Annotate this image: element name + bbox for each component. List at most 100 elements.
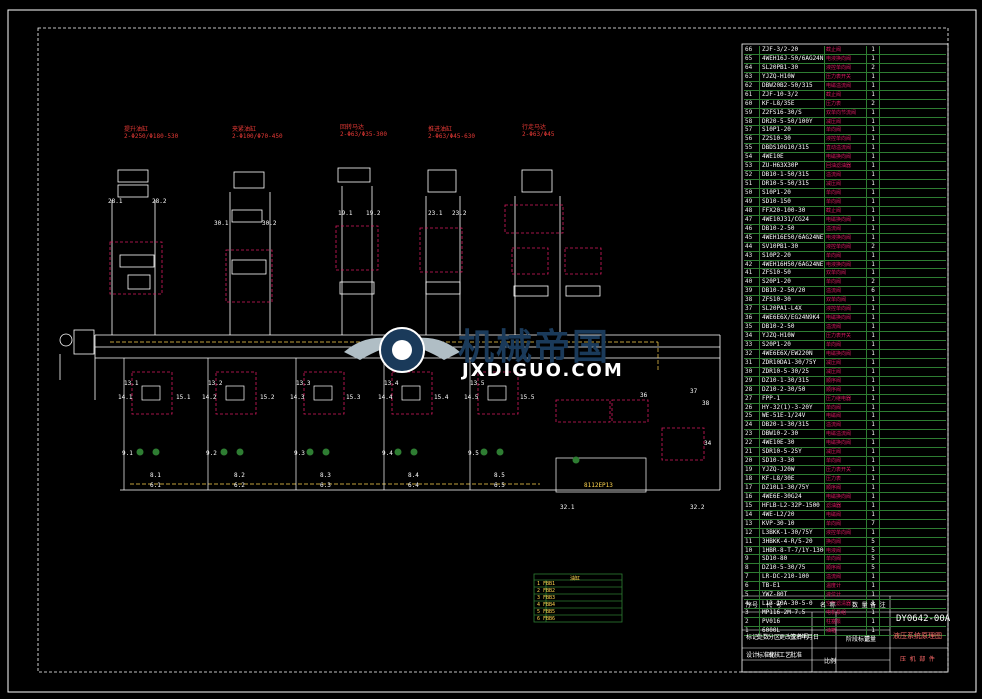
bom-cell-code: 4WEH16E50/6AG24NETZ4 — [762, 233, 825, 242]
bom-cell-code: LR-DC-210-100 — [760, 573, 825, 582]
bom-header-no: 序号 — [746, 602, 759, 609]
bom-cell-remark — [880, 368, 946, 376]
title-block-label: 分区 — [768, 634, 781, 641]
drawing-name: 液压系统原理图 — [893, 632, 942, 640]
bom-cell-remark — [880, 135, 946, 143]
component-label: 6.1 — [150, 482, 161, 489]
bom-cell-name: 电液阀 — [825, 546, 867, 555]
bom-cell-code: SL20PA1-L4X — [760, 305, 825, 314]
bom-cell-name: 溢流阀 — [825, 573, 867, 582]
bom-cell-no: 23 — [744, 430, 760, 439]
bom-cell-name: 液控单向阀 — [825, 135, 867, 144]
bom-cell-code: ZFS10-30 — [760, 296, 825, 305]
bom-cell-qty: 1 — [867, 180, 880, 188]
bom-cell-code: L3BKK-1-30/75Y — [760, 528, 825, 537]
bom-cell-remark — [880, 457, 946, 465]
bom-cell-no: 28 — [744, 385, 760, 394]
bom-cell-remark — [880, 573, 946, 581]
bom-cell-code: HFLB-L2-32P-1500 — [760, 501, 825, 510]
bom-cell-code: PV016 — [760, 618, 825, 626]
bom-cell-remark — [880, 216, 946, 224]
bom-cell-code: SD10-3-30 — [760, 457, 825, 466]
bom-cell-qty: 1 — [867, 296, 880, 305]
bom-cell-no: 24 — [744, 421, 760, 430]
bom-cell-code: DR10-5-50/315 — [760, 180, 825, 188]
bom-cell-no: 53 — [744, 162, 760, 171]
bom-cell-no: 18 — [744, 475, 760, 483]
bom-cell-name: 液控单向阀 — [825, 528, 867, 537]
component-label: 9.5 — [468, 450, 479, 457]
bom-cell-name: 电磁阀 — [825, 412, 867, 421]
bom-cell-qty: 1 — [867, 412, 880, 421]
lower-valve-internals — [123, 358, 647, 493]
bom-cell-no: 13 — [744, 519, 760, 528]
component-label: 15.1 — [176, 394, 191, 401]
component-label: 23.2 — [452, 210, 467, 217]
bom-cell-remark — [880, 448, 946, 456]
component-label: 32.2 — [690, 504, 705, 511]
bom-cell-code: SDR10-5-25Y — [760, 448, 825, 457]
bom-cell-code: 4WE6E-30G24 — [760, 492, 825, 501]
component-label: 8.1 — [150, 472, 161, 479]
bom-cell-name: 单向阀 — [825, 251, 867, 260]
bom-cell-qty: 1 — [867, 251, 880, 260]
bom-cell-name: 电液换向阀 — [825, 260, 867, 269]
bom-cell-name: 液控单向阀 — [825, 63, 867, 72]
component-label: 38 — [702, 400, 710, 407]
bom-cell-remark — [880, 323, 946, 331]
title-block-label: 工艺 — [779, 652, 792, 659]
bom-cell-name: 减压阀 — [825, 117, 867, 126]
bom-cell-qty: 1 — [867, 483, 880, 492]
bom-cell-name: 单向阀 — [825, 403, 867, 412]
bom-cell-no: 37 — [744, 305, 760, 314]
component-label: 30.2 — [262, 220, 277, 227]
bom-cell-remark — [880, 64, 946, 72]
component-label: 13.5 — [470, 380, 485, 387]
legend-row: 4 FBB4 — [537, 602, 556, 608]
bom-cell-code: ZDR10-5-30/25 — [760, 367, 825, 376]
bom-cell-no: 46 — [744, 224, 760, 233]
bom-cell-remark — [880, 547, 946, 555]
bom-cell-remark — [880, 118, 946, 126]
drawing-code: DY0642-00A — [896, 614, 951, 624]
bom-cell-code: S20P1-20 — [760, 278, 825, 287]
component-label: 13.2 — [208, 380, 223, 387]
bom-cell-name: 溢流阀 — [825, 323, 867, 331]
bom-cell-name: 减压阀 — [825, 448, 867, 457]
bom-cell-name: 液控单向阀 — [825, 242, 867, 251]
title-block-grid — [742, 595, 948, 672]
bom-cell-no: 9 — [744, 555, 760, 564]
title-block-label: 签名 — [790, 634, 803, 641]
actuator-column-5 — [504, 169, 602, 335]
component-label: 28.1 — [108, 198, 123, 205]
bom-cell-qty: 1 — [867, 144, 880, 153]
bom-cell-no: 17 — [744, 483, 760, 492]
bom-cell-qty: 1 — [867, 466, 880, 474]
bom-cell-code: DB10-1-50/315 — [760, 171, 825, 180]
bom-cell-no: 44 — [744, 242, 760, 251]
bom-cell-code: ZDR10DA1-30/75Y — [760, 358, 825, 367]
bom-cell-name: 电磁溢流阀 — [825, 81, 867, 90]
component-label: 6.5 — [494, 482, 505, 489]
bom-cell-qty: 1 — [867, 162, 880, 171]
bom-cell-code: ZFS10-50 — [760, 269, 825, 278]
bom-cell-qty: 1 — [867, 153, 880, 162]
bom-cell-no: 6 — [744, 582, 760, 591]
bom-cell-name: 单向阀 — [825, 555, 867, 564]
bom-cell-qty: 1 — [867, 618, 880, 626]
drawing-frame-outer — [7, 9, 977, 693]
